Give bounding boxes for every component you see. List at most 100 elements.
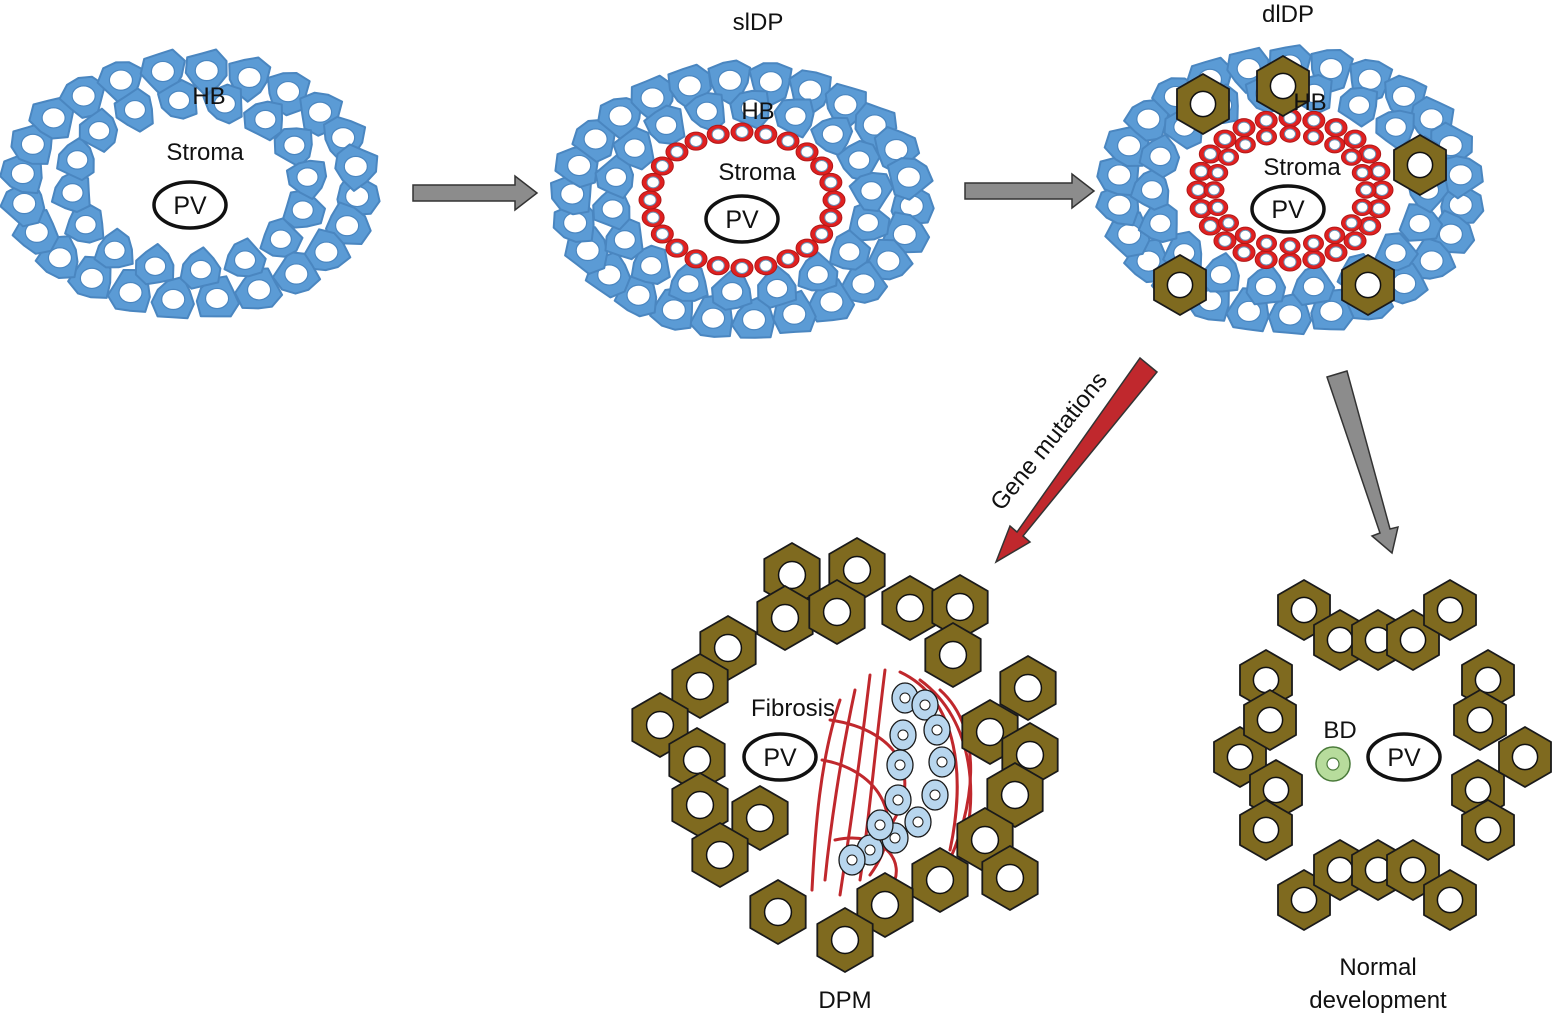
- blob-cell-icon: [864, 238, 914, 281]
- hexagon-cell-icon: [999, 654, 1057, 722]
- blob-cell-icon: [285, 159, 328, 200]
- blob-cell-icon: [202, 83, 243, 125]
- pv-label: PV: [173, 192, 207, 220]
- arrow-normal-development: [1326, 370, 1400, 555]
- hexagon-cell-icon: [671, 771, 729, 839]
- normal-title-line1: Normal: [1339, 954, 1416, 981]
- blob-cell-icon: [334, 143, 379, 192]
- plate-cell: [650, 224, 674, 244]
- blob-cell-icon: [106, 269, 151, 313]
- plate-cell: [1189, 199, 1213, 219]
- plate-cell: [822, 190, 846, 210]
- blob-cell-icon: [630, 244, 671, 285]
- blob-cell-icon: [668, 261, 709, 302]
- fibrosis-fibers: [810, 668, 973, 897]
- blob-cell-icon: [67, 255, 112, 299]
- mature-cell-layer: [631, 54, 1552, 974]
- ductal-cell: [889, 719, 917, 751]
- fibrosis-fiber: [898, 670, 959, 852]
- plate-cell: [1218, 148, 1240, 166]
- blob-cell-icon: [78, 107, 119, 153]
- blob-cell-icon: [683, 92, 726, 133]
- blob-cell-icon: [1291, 263, 1336, 306]
- pv-label: PV: [1387, 744, 1421, 772]
- pv-label: PV: [763, 744, 797, 772]
- ductal-cell: [884, 784, 912, 816]
- blob-cell-icon: [223, 237, 267, 278]
- blob-cell-icon: [243, 100, 283, 142]
- cell-layer: [0, 44, 1485, 339]
- plate-cell: [1351, 163, 1373, 182]
- plate-cell: [1358, 144, 1382, 164]
- plate-cell: [1198, 144, 1222, 164]
- blob-cell-icon: [271, 251, 322, 295]
- pv-label: PV: [1271, 196, 1305, 224]
- plate-cell: [1279, 237, 1301, 255]
- blob-cell-icon: [847, 201, 891, 242]
- plate-cell: [1207, 163, 1229, 182]
- portal-vein: [152, 180, 228, 230]
- ductal-cell: [886, 749, 914, 781]
- plate-cell: [1256, 128, 1278, 146]
- plate-cell: [795, 142, 819, 162]
- hexagon-cell-icon: [749, 878, 807, 946]
- blob-cell-icon: [28, 96, 75, 140]
- ductal-cell: [904, 806, 932, 838]
- plate-cell: [1351, 198, 1373, 217]
- blob-cell-icon: [1375, 109, 1415, 151]
- ductal-cell: [923, 714, 951, 746]
- blob-cell-icon: [810, 116, 854, 157]
- blob-cell-icon: [1199, 252, 1240, 293]
- plate-cell: [754, 124, 778, 144]
- plate-cell: [1256, 234, 1278, 252]
- hexagon-cell-icon: [1213, 725, 1267, 789]
- blob-cell-icon: [1440, 155, 1484, 200]
- plate-cell: [665, 238, 689, 258]
- plate-cell: [1207, 198, 1229, 217]
- portal-vein: [1366, 732, 1442, 782]
- plate-cell: [730, 122, 754, 142]
- plate-cell: [1213, 129, 1237, 149]
- blob-cell-icon: [848, 171, 894, 212]
- blob-cell-icon: [839, 261, 889, 304]
- stroma-label: Stroma: [1263, 154, 1341, 181]
- blob-cell-icon: [1245, 263, 1287, 306]
- hexagon-cell-icon: [671, 652, 729, 720]
- blob-cell-icon: [757, 265, 798, 309]
- plate-cell: [1343, 129, 1367, 149]
- hexagon-cell-icon: [931, 573, 989, 641]
- plate-cell: [754, 256, 778, 276]
- plate-cell: [1367, 199, 1391, 219]
- ring-icon: [1315, 746, 1351, 782]
- plate-cell: [1343, 231, 1367, 251]
- hexagon-cell-icon: [856, 871, 914, 939]
- hexagon-cell-icon: [1498, 725, 1552, 789]
- plate-cell: [1278, 252, 1302, 272]
- blob-cell-icon: [113, 87, 154, 133]
- plate-cell: [730, 258, 754, 278]
- plate-cell: [819, 172, 843, 192]
- pv-label: PV: [725, 206, 759, 234]
- plate-cell: [1370, 180, 1394, 200]
- plate-cell: [1324, 118, 1348, 138]
- sldp-title: slDP: [733, 9, 784, 36]
- plate-cell: [810, 156, 834, 176]
- plate-cell: [1358, 216, 1382, 236]
- plate-cell: [665, 142, 689, 162]
- plate-cell: [776, 249, 800, 269]
- blob-cell-icon: [56, 136, 95, 182]
- blob-cell-icon: [729, 89, 770, 130]
- plate-cell: [641, 208, 665, 228]
- plate-cell: [641, 172, 665, 192]
- hexagon-cell-icon: [986, 761, 1044, 829]
- blob-cell-icon: [282, 189, 326, 229]
- blob-cell-icon: [730, 295, 776, 339]
- blob-cell-icon: [597, 97, 643, 141]
- plate-cell: [1203, 181, 1225, 199]
- blob-cell-icon: [886, 157, 934, 201]
- plate-cell: [638, 190, 662, 210]
- plate-cell: [810, 224, 834, 244]
- blob-cell-icon: [711, 268, 753, 311]
- blob-cell-icon: [259, 217, 304, 258]
